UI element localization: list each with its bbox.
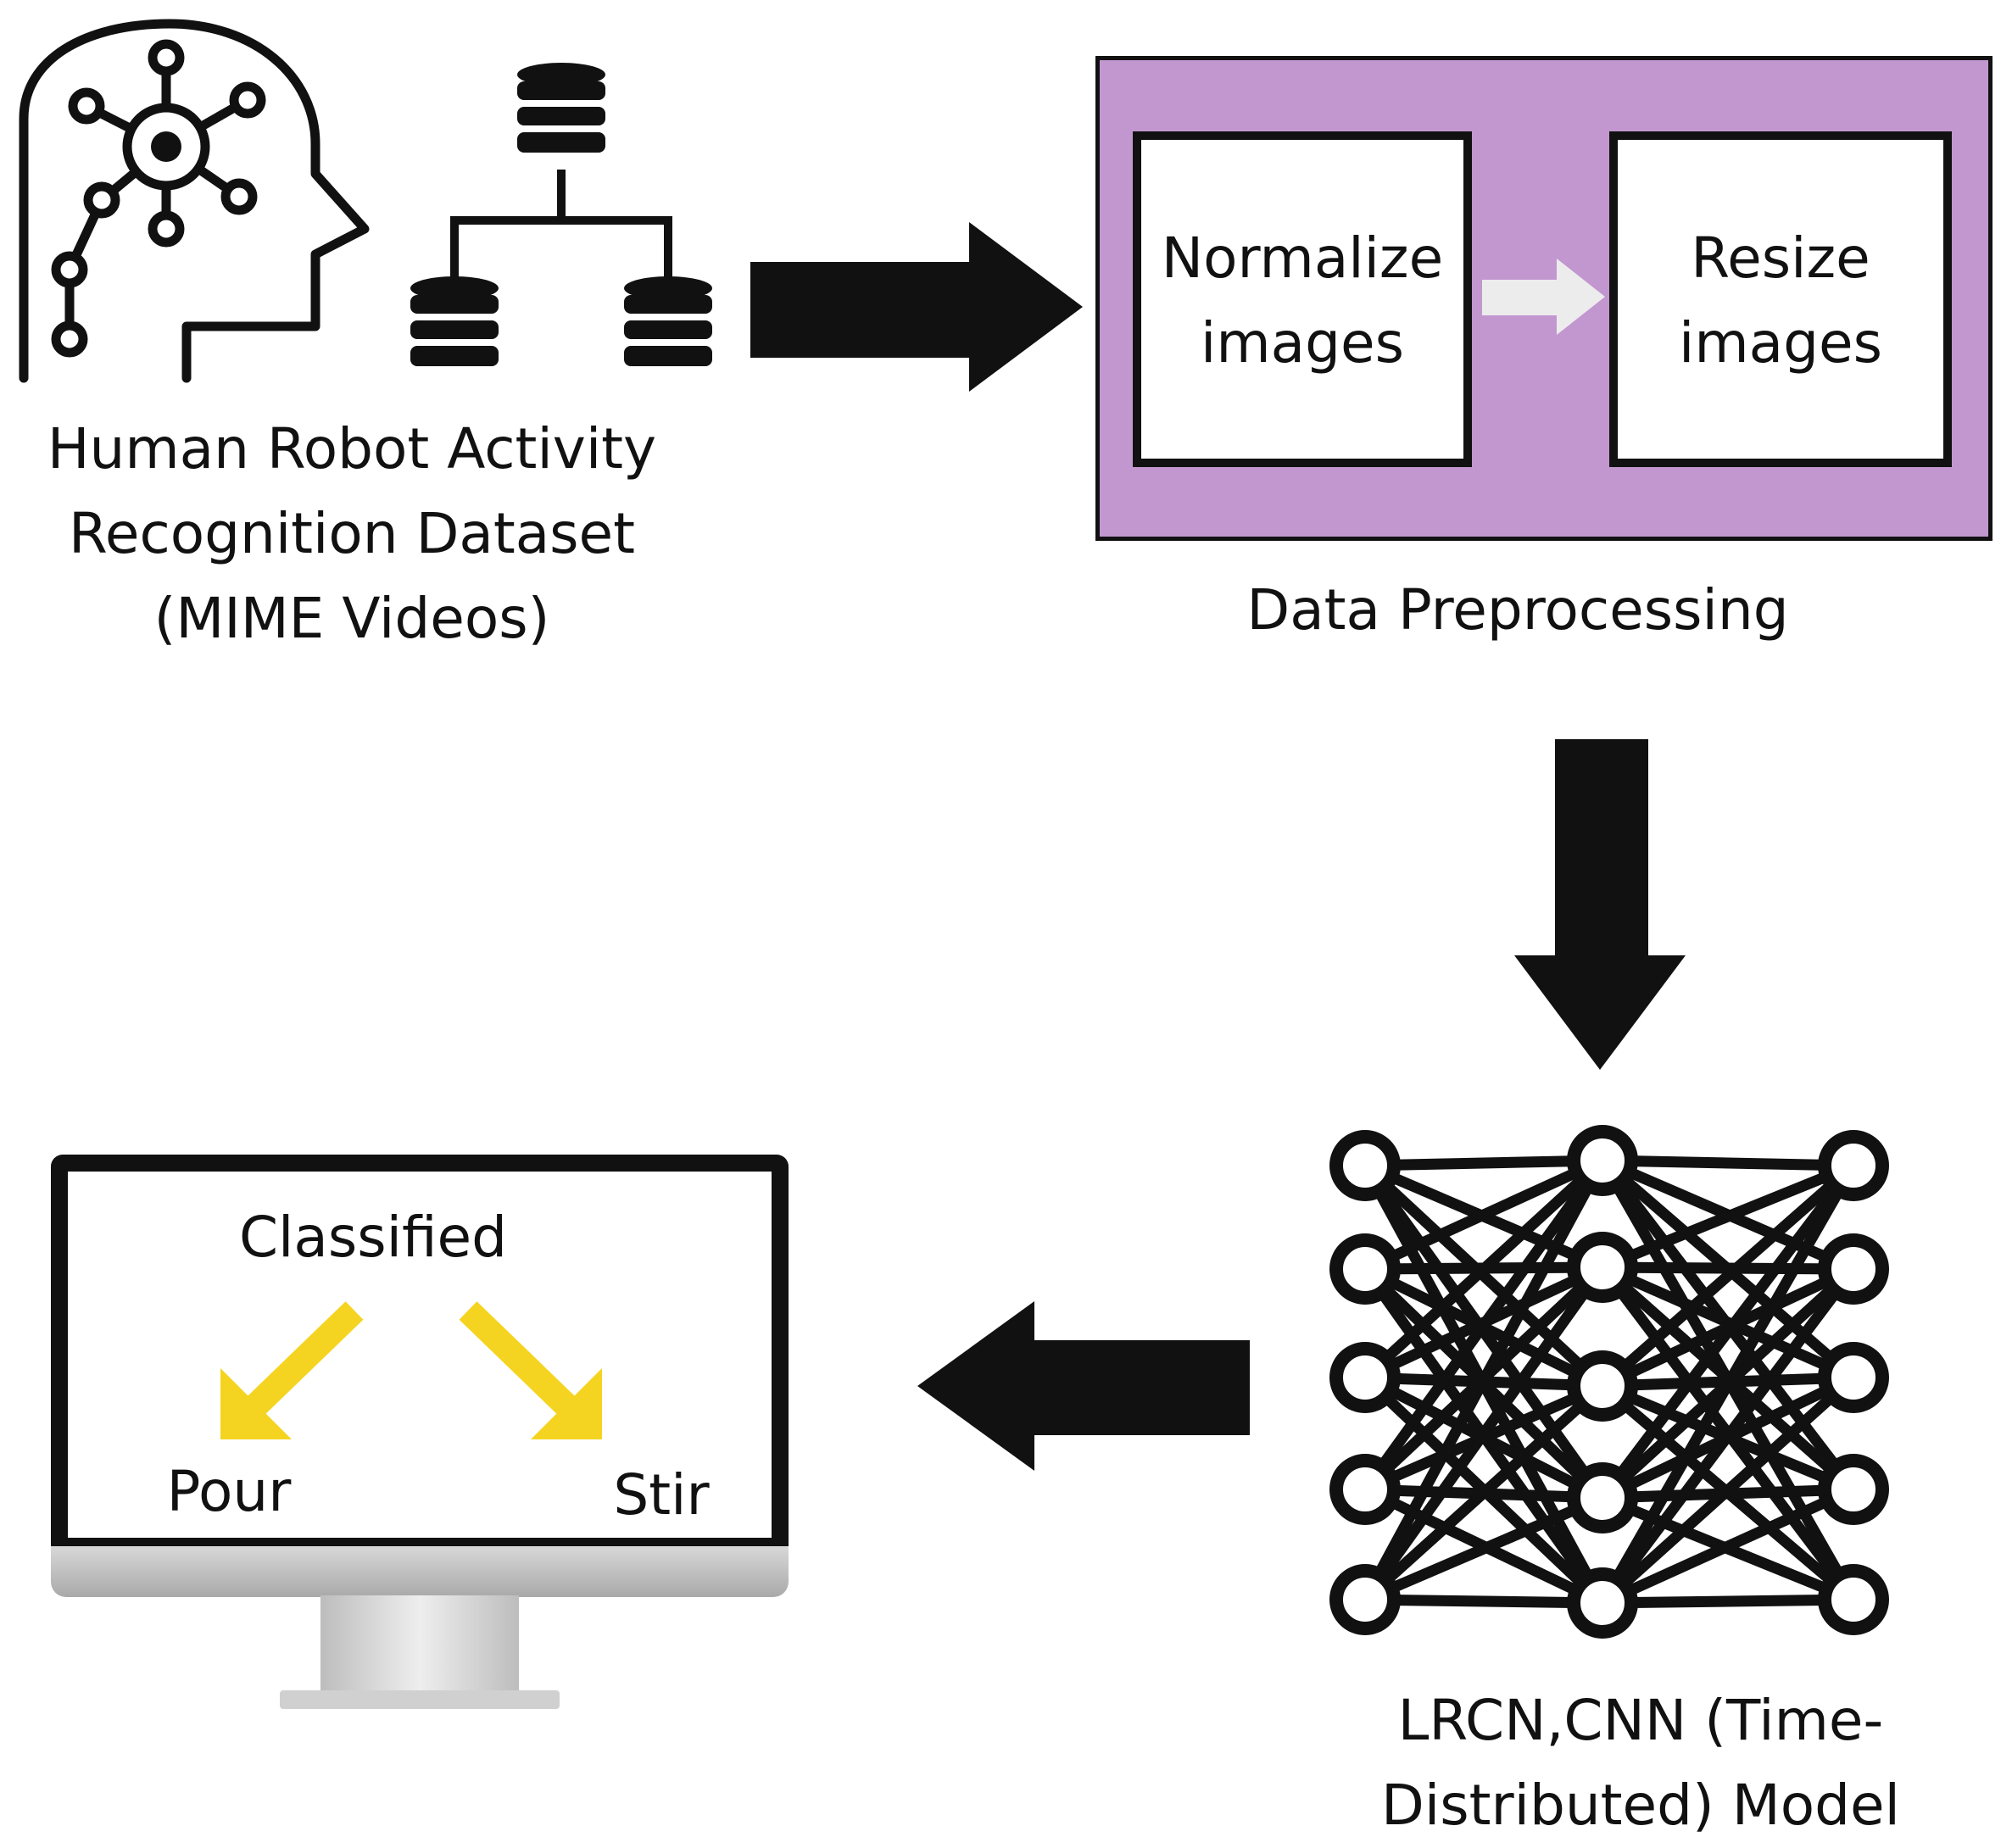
network-edge — [1359, 1492, 1608, 1606]
network-node — [1329, 1564, 1401, 1635]
model-label: LRCN,CNN (Time- Distributed) Model — [1306, 1678, 1976, 1848]
network-edge — [1359, 1155, 1608, 1172]
network-edge — [1359, 1155, 1608, 1275]
normalize-label-line-2: images — [1201, 310, 1404, 376]
model-label-line-1: LRCN,CNN (Time- — [1397, 1688, 1884, 1753]
class-stir: Stir — [613, 1462, 710, 1528]
monitor-chin — [51, 1546, 789, 1597]
network-edge — [1597, 1160, 1859, 1273]
network-node — [1567, 1232, 1638, 1303]
network-edge — [1359, 1155, 1608, 1606]
ai-head-icon — [19, 19, 370, 383]
normalize-label-line-1: Normalize — [1161, 225, 1444, 291]
dataset-label-line-2: Recognition Dataset — [68, 501, 636, 566]
network-node — [1329, 1233, 1401, 1305]
network-edge — [1359, 1261, 1608, 1606]
network-node — [1567, 1350, 1638, 1422]
network-edge — [1597, 1483, 1859, 1609]
network-edge — [1359, 1594, 1608, 1609]
network-node — [1329, 1130, 1401, 1201]
network-edge — [1359, 1155, 1608, 1383]
network-node — [1818, 1130, 1889, 1201]
resize-label-line-1: Resize — [1691, 225, 1870, 291]
network-edge — [1597, 1155, 1859, 1172]
small-arrow-icon — [1482, 259, 1605, 335]
yellow-arrow-right-icon — [459, 1301, 602, 1439]
network-edge — [1597, 1160, 1859, 1609]
network-edge — [1597, 1160, 1859, 1504]
preprocessing-title: Data Preprocessing — [1246, 577, 1789, 643]
network-edge — [1359, 1155, 1608, 1495]
monitor-icon: Classified Pour Stir — [51, 1155, 789, 1765]
normalize-box: Normalize images — [1133, 131, 1472, 467]
network-edge — [1597, 1594, 1859, 1609]
dataset-label-line-3: (MIME Videos) — [153, 586, 550, 651]
monitor-base — [280, 1690, 560, 1709]
dataset-label-line-1: Human Robot Activity — [47, 416, 657, 481]
network-edge — [1597, 1372, 1859, 1609]
network-node — [1818, 1454, 1889, 1525]
network-node — [1818, 1342, 1889, 1413]
class-pour: Pour — [166, 1459, 292, 1524]
monitor-display — [68, 1172, 772, 1538]
arrow-right-icon — [750, 222, 1083, 392]
network-edge — [1597, 1160, 1859, 1392]
resize-label-line-2: images — [1679, 310, 1882, 376]
monitor-stand — [320, 1595, 519, 1697]
network-node — [1567, 1462, 1638, 1534]
network-edge — [1359, 1380, 1608, 1606]
network-node — [1567, 1567, 1638, 1639]
network-node — [1818, 1564, 1889, 1635]
network-node — [1567, 1125, 1638, 1196]
database-hierarchy-icon — [410, 63, 712, 366]
network-edge — [1597, 1261, 1859, 1275]
arrow-down-icon — [1514, 739, 1686, 1070]
dataset-label: Human Robot Activity Recognition Dataset… — [8, 407, 695, 661]
network-node — [1329, 1454, 1401, 1525]
network-node — [1818, 1233, 1889, 1305]
neural-network-icon — [1329, 1125, 1889, 1639]
arrow-left-icon — [917, 1301, 1250, 1471]
resize-box: Resize images — [1609, 131, 1952, 467]
yellow-arrow-left-icon — [220, 1301, 364, 1439]
classified-title: Classified — [238, 1205, 508, 1270]
network-edge — [1597, 1263, 1859, 1609]
model-label-line-2: Distributed) Model — [1381, 1773, 1900, 1838]
network-node — [1329, 1342, 1401, 1413]
